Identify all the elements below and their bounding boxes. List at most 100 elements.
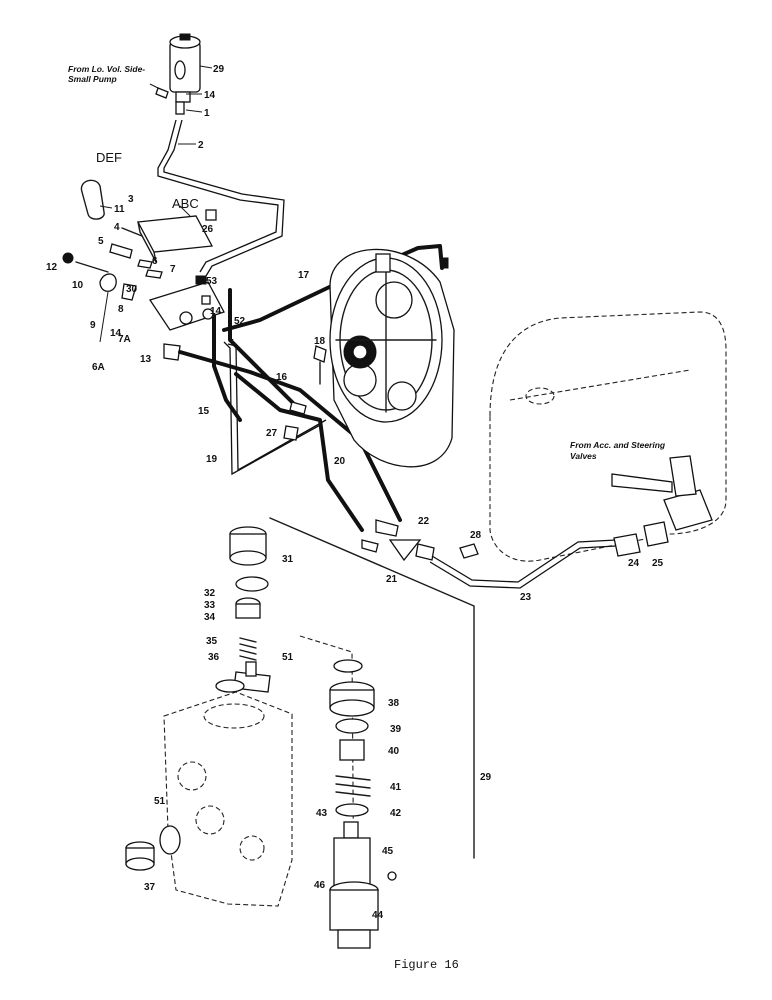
callout-25: 25 [652, 558, 664, 569]
seat-46 [329, 881, 379, 949]
callout-34: 34 [204, 612, 216, 623]
callout-14a: 14 [204, 90, 216, 101]
fitting-14b [201, 295, 211, 305]
callout-31: 31 [282, 554, 294, 565]
bolt-10 [75, 261, 109, 273]
valve-assembly-29 [169, 33, 201, 103]
callout-7: 7 [170, 264, 176, 275]
spring-35 [239, 637, 257, 661]
cap-38 [329, 681, 375, 717]
callout-51b: 51 [154, 796, 166, 807]
fitting-1a [175, 101, 185, 115]
elbow-fitting [155, 87, 169, 99]
valve-port-c [239, 835, 265, 861]
tank-edge [509, 369, 691, 401]
leader-1a [185, 109, 203, 113]
washer-39 [335, 718, 369, 734]
hose-15 [212, 314, 242, 422]
callout-11: 11 [114, 204, 125, 215]
callout-27: 27 [266, 428, 278, 439]
spool-43 [343, 821, 359, 839]
sleeve-33 [235, 603, 261, 619]
callout-53: 53 [206, 276, 218, 287]
pin-5 [109, 243, 133, 259]
callout-10: 10 [72, 280, 84, 291]
callout-12: 12 [46, 262, 58, 273]
callout-41: 41 [390, 782, 402, 793]
figure-caption: Figure 16 [394, 958, 459, 972]
callout-45: 45 [382, 846, 394, 857]
bracket-3-edge [137, 221, 157, 263]
washer-42 [335, 803, 369, 817]
fitting-25 [643, 521, 669, 547]
callout-8: 8 [118, 304, 124, 315]
callout-51a: 51 [282, 652, 294, 663]
fitting-21b [361, 539, 379, 553]
bracket-line-29 [269, 517, 475, 859]
fitting-16 [289, 401, 307, 415]
riser-fitting [669, 455, 697, 497]
callout-29a: 29 [213, 64, 225, 75]
tube-2-edge [163, 119, 285, 277]
bracket-3 [136, 215, 214, 253]
callout-35: 35 [206, 636, 218, 647]
note-valve-1: From Acc. and Steering [570, 440, 666, 450]
fitting-22 [415, 543, 435, 561]
fitting-53 [195, 275, 207, 285]
note-pump-1: From Lo. Vol. Side- [68, 64, 145, 74]
callout-16: 16 [276, 372, 288, 383]
clamp-26 [205, 209, 217, 221]
oring-51a [235, 576, 269, 592]
valve-port-30 [179, 311, 193, 325]
callout-1b: 1 [228, 332, 234, 343]
callout-24: 24 [628, 558, 640, 569]
hose-20 [178, 350, 402, 522]
pin-7 [145, 269, 163, 279]
callout-4: 4 [114, 222, 120, 233]
nut-12 [62, 252, 74, 264]
valve-body [163, 691, 293, 907]
tube-2 [157, 119, 279, 273]
clamp-27 [283, 425, 299, 441]
plug-37 [125, 841, 155, 871]
tube-19 [227, 343, 327, 472]
oring-51c [333, 659, 363, 673]
callout-18: 18 [314, 336, 326, 347]
pin-4 [121, 227, 143, 237]
callout-39: 39 [390, 724, 402, 735]
fitting-24 [613, 533, 641, 557]
callout-21: 21 [386, 574, 398, 585]
tee-21 [388, 539, 422, 562]
callout-23: 23 [520, 592, 532, 603]
gear-housing [329, 248, 455, 468]
plug-31 [229, 526, 267, 566]
callout-40: 40 [388, 746, 400, 757]
callout-36: 36 [208, 652, 220, 663]
valve-port-b [195, 805, 225, 835]
callout-32: 32 [204, 588, 216, 599]
callout-5: 5 [98, 236, 104, 247]
callout-15: 15 [198, 406, 210, 417]
oring-51b [215, 679, 245, 693]
callout-46: 46 [314, 880, 326, 891]
clip-11 [80, 179, 105, 220]
clamp-28 [459, 543, 479, 559]
ball-44 [387, 871, 397, 881]
tank-cap [525, 387, 555, 405]
callout-17: 17 [298, 270, 310, 281]
bushing-9 [99, 273, 117, 292]
spring-41 [335, 775, 371, 797]
leader-29a [199, 65, 213, 69]
callout-1a: 1 [204, 108, 210, 119]
tube-23-edge [431, 539, 617, 583]
callout-2: 2 [198, 140, 204, 151]
tee-fitting [663, 489, 713, 531]
callout-22: 22 [418, 516, 430, 527]
valve-port-a [177, 761, 207, 791]
stem-36 [245, 661, 257, 677]
label-abc: ABC [172, 196, 199, 211]
link-8 [121, 283, 137, 301]
leader-11 [99, 205, 113, 209]
